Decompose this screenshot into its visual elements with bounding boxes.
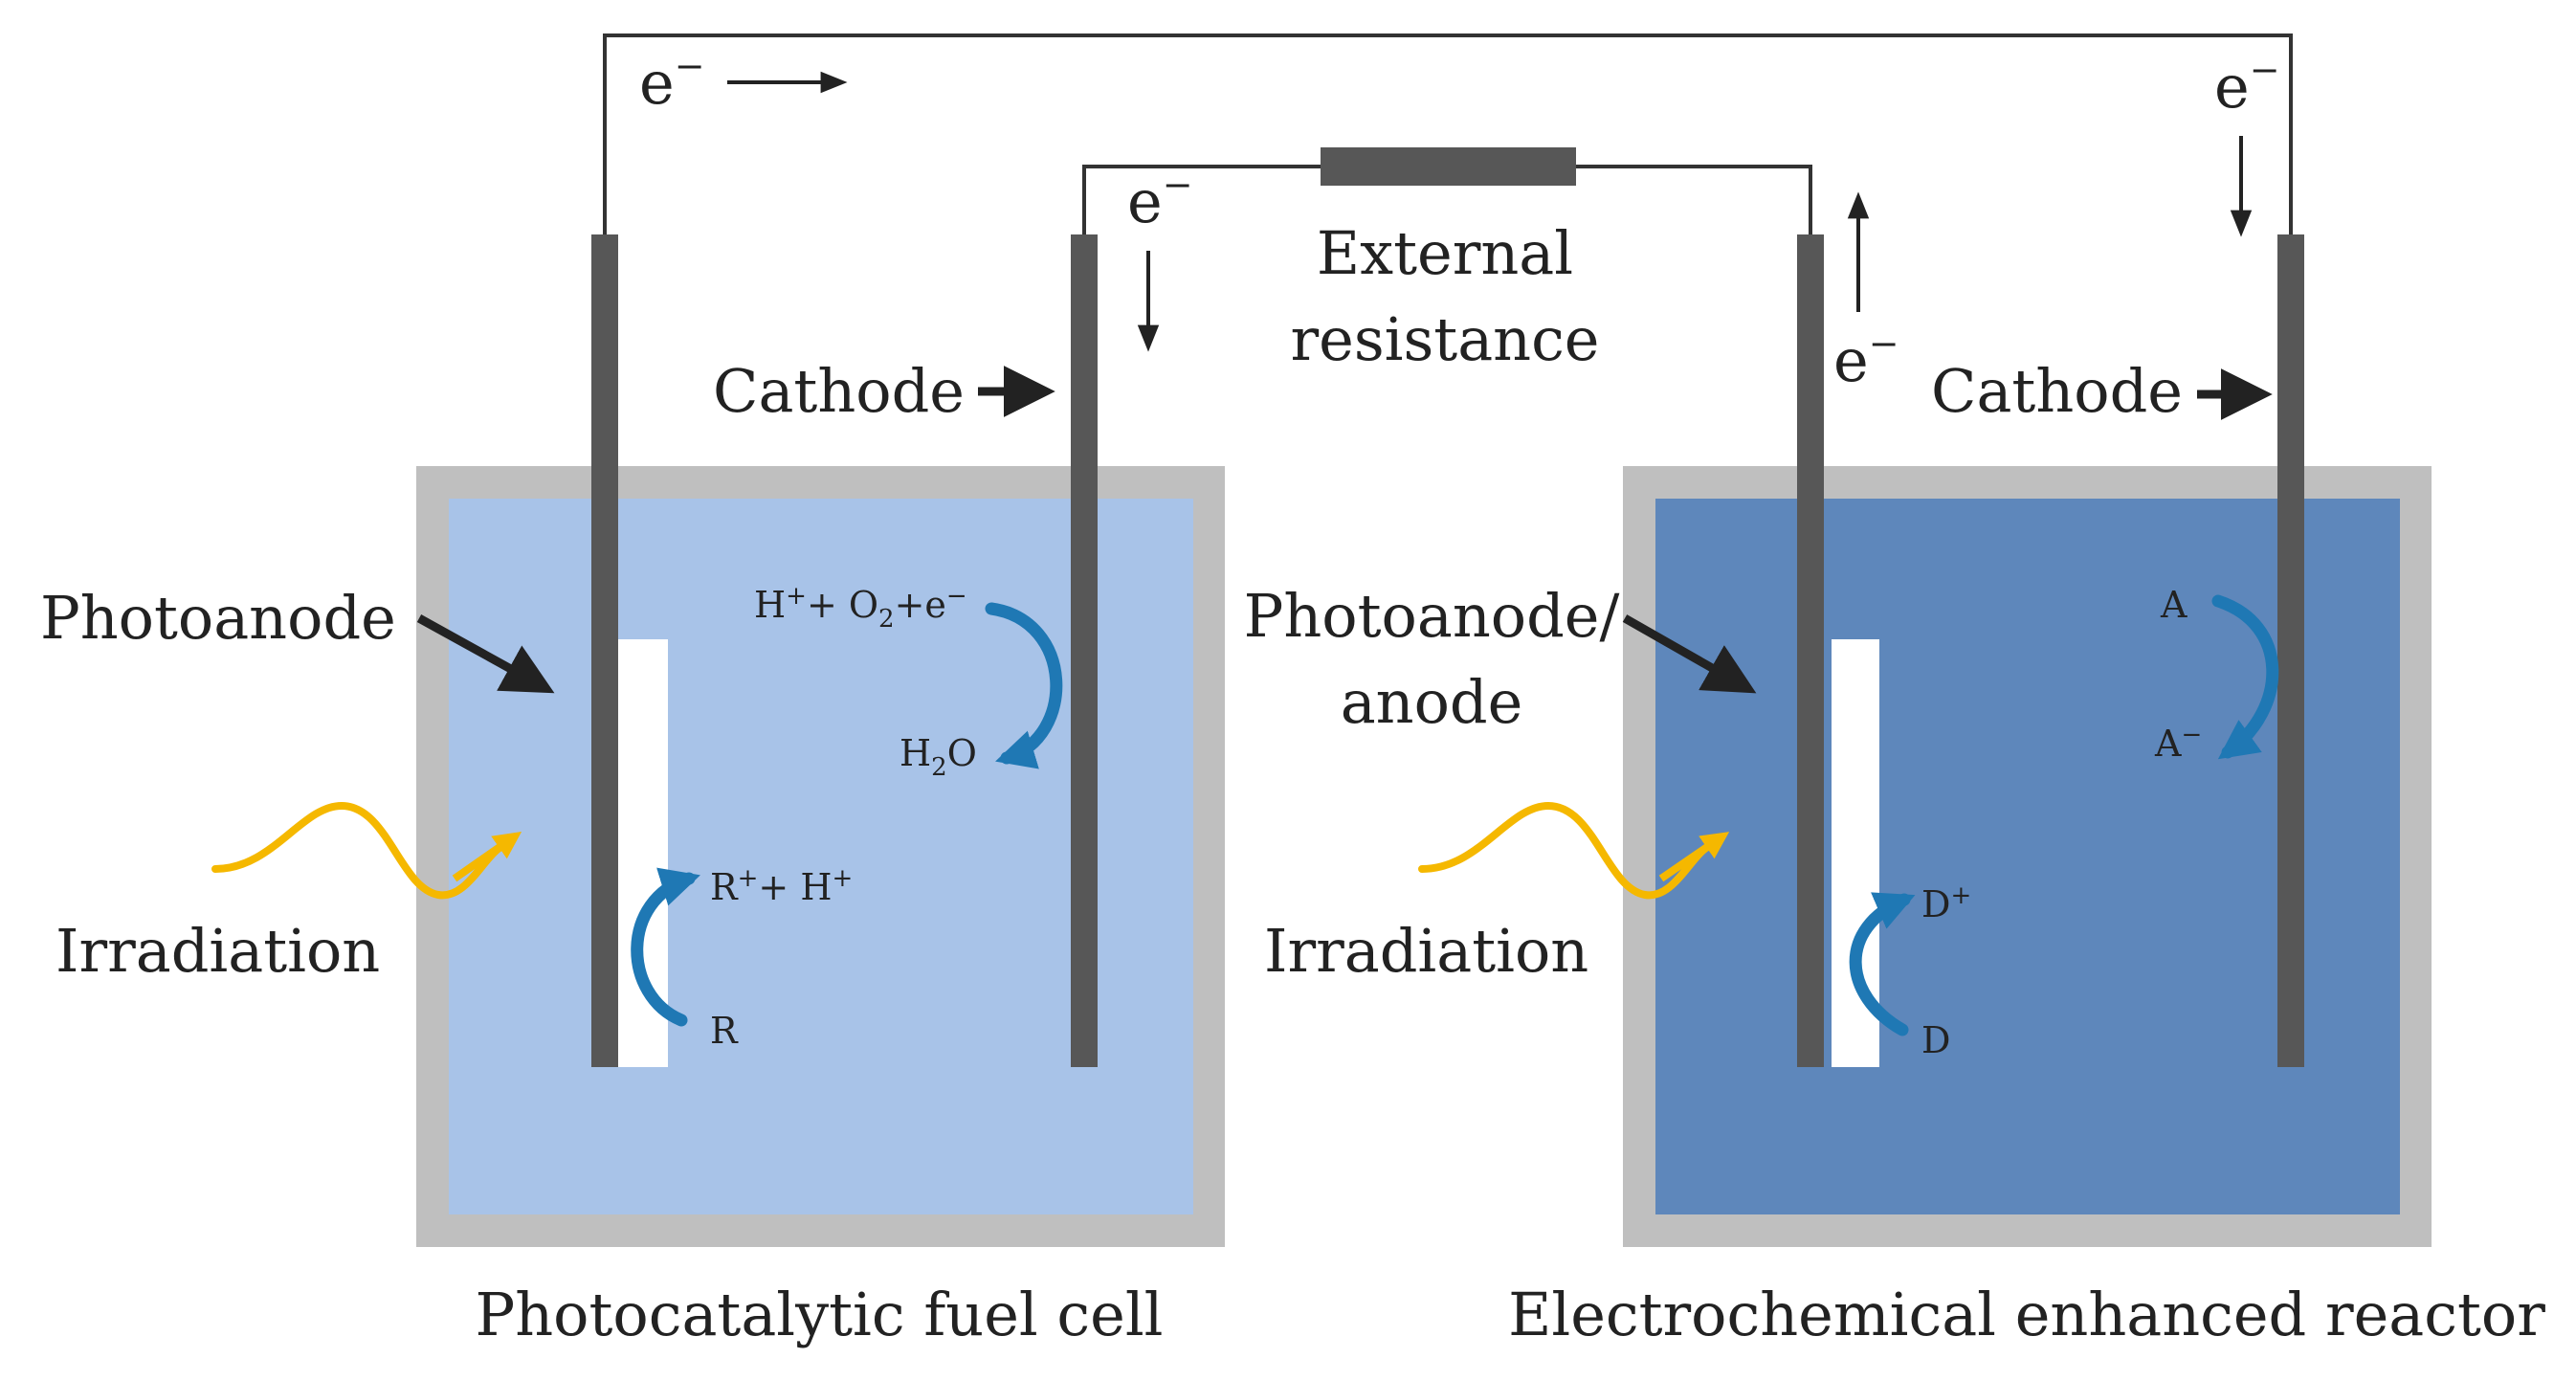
photoanode-right-pointer (1622, 614, 1757, 694)
irradiation-wave-right (1418, 801, 1713, 900)
left-anode-reaction-arrow (631, 867, 700, 1027)
right-cathode (2277, 234, 2304, 1067)
caption-photocatalytic-fuel-cell: Photocatalytic fuel cell (476, 1280, 1164, 1349)
right-cathode-reactant-label: A (2160, 584, 2187, 626)
left-anode-reactant-label: R (710, 1010, 739, 1052)
left-cathode-product-label: H2O (899, 732, 977, 782)
left-anode-product-label: R++ H+ (710, 864, 853, 908)
electron-label-inner-left: e− (1127, 164, 1193, 236)
caption-electrochemical-enhanced-reactor: Electrochemical enhanced reactor (1508, 1280, 2545, 1349)
left-photoanode-coating (615, 639, 668, 1067)
irradiation-arrow-left (452, 832, 522, 882)
electron-label-inner-right: e− (1833, 323, 1899, 395)
photoanode-right-label-line2: anode (1341, 667, 1523, 737)
right-cathode-reaction-arrow (2211, 594, 2279, 760)
cathode-left-label: Cathode (713, 356, 965, 426)
right-anode-product-label: D+ (1921, 881, 1971, 925)
electron-label-outer-right: e− (2214, 49, 2280, 122)
irradiation-arrow-right (1658, 832, 1730, 882)
left-cathode-reaction-arrow (985, 602, 1063, 769)
photoanode-right-label-line1: Photoanode/ (1244, 581, 1620, 651)
left-photoanode (591, 234, 618, 1067)
irradiation-right-label: Irradiation (1264, 916, 1588, 986)
cathode-right-label: Cathode (1931, 356, 2183, 426)
right-photoanode (1797, 234, 1824, 1067)
outer-wire (603, 33, 2293, 234)
left-electrolyte (449, 499, 1193, 1214)
photoanode-left-label: Photoanode (40, 583, 396, 653)
right-anode-reactant-label: D (1921, 1019, 1950, 1061)
left-cathode-reactant-label: H++ O2+e− (754, 582, 967, 634)
external-resistor (1321, 147, 1576, 186)
left-cathode (1071, 234, 1098, 1067)
external-resistance-label-line2: resistance (1290, 304, 1599, 374)
photoanode-left-pointer (416, 614, 555, 694)
irradiation-left-label: Irradiation (56, 916, 380, 986)
right-anode-reaction-arrow (1849, 892, 1916, 1036)
irradiation-wave-left (211, 801, 506, 900)
electron-label-outer-left: e− (639, 45, 705, 118)
right-electrolyte (1655, 499, 2400, 1214)
external-resistance-label-line1: External (1317, 218, 1573, 288)
right-cathode-product-label: A− (2154, 721, 2202, 765)
